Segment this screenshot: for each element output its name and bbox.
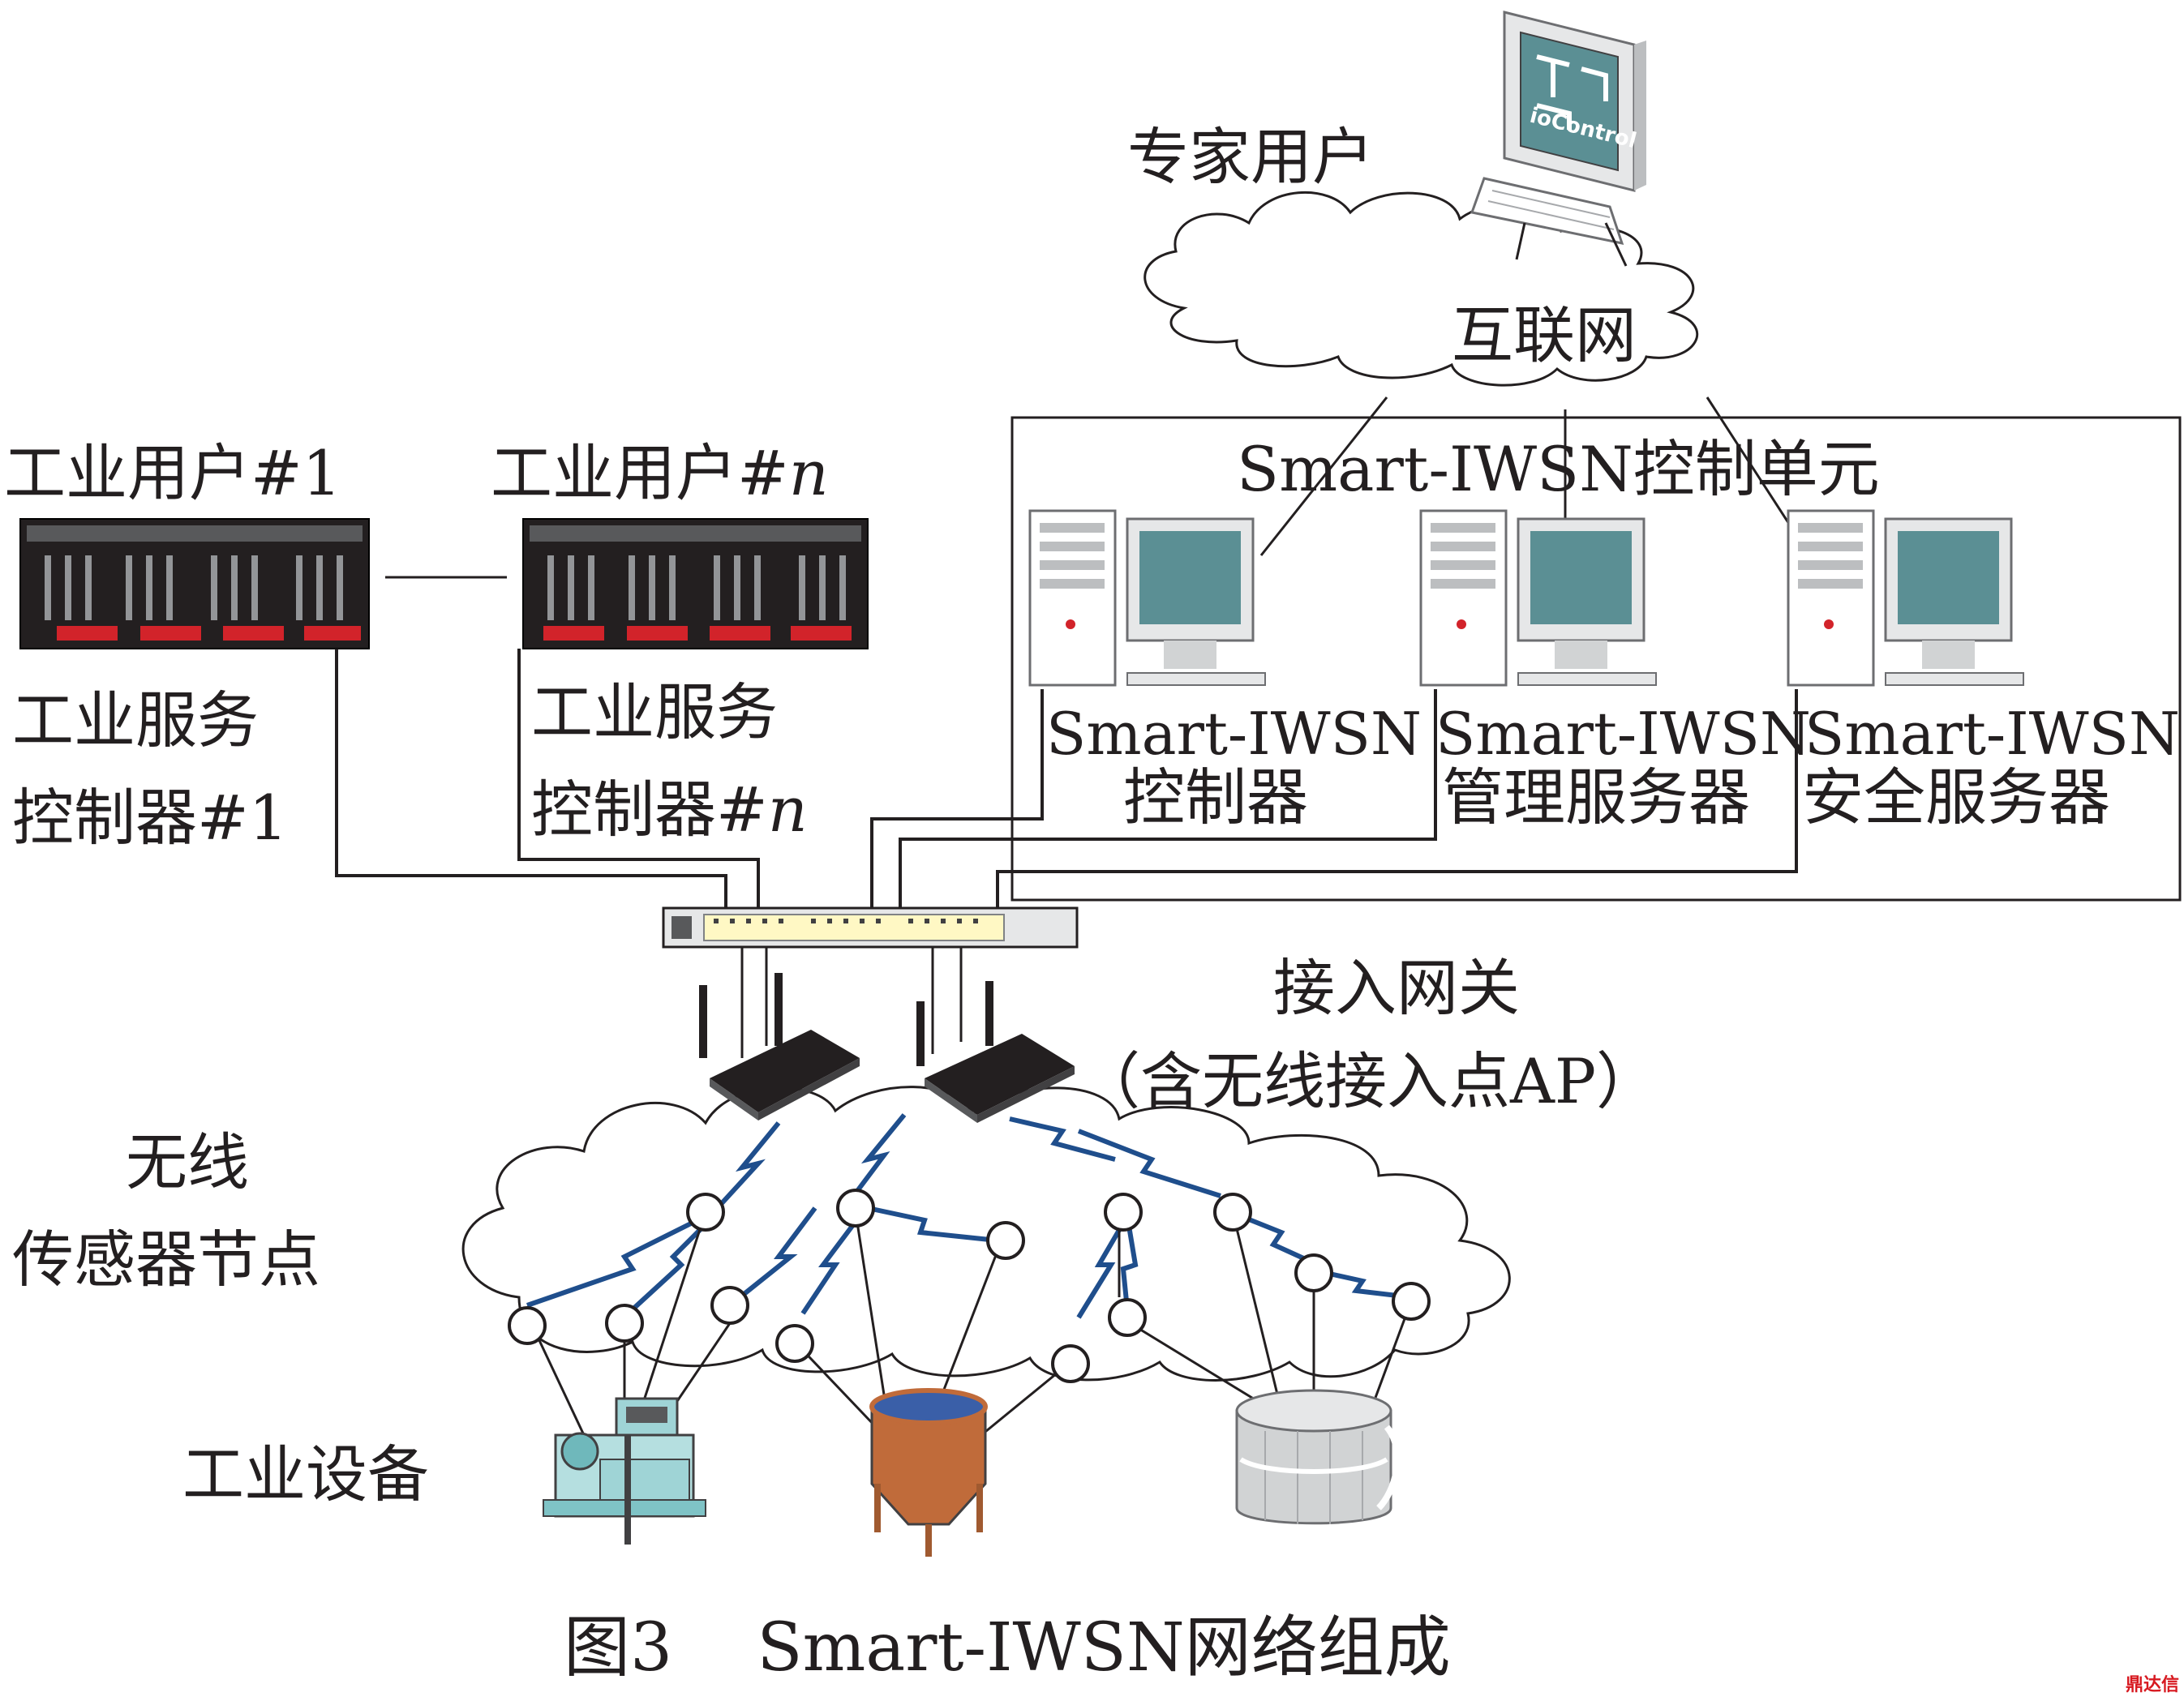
rack-n	[522, 518, 869, 649]
controller-label: 控制器	[1123, 761, 1308, 833]
hopper-tank	[869, 1388, 988, 1557]
sensor-node	[1294, 1253, 1333, 1292]
server-ctrl-n-prefix: 控制器#	[531, 773, 768, 846]
sensor-node	[775, 1324, 814, 1363]
storage-tank	[1235, 1389, 1401, 1525]
gateway-router-1	[699, 973, 860, 1120]
sensor-node	[508, 1306, 547, 1345]
sensor-node	[1104, 1193, 1143, 1232]
industrial-user-n-label: 工业用户#n	[491, 437, 829, 509]
server-security	[1787, 509, 2024, 687]
rack-1	[19, 518, 370, 649]
gateway-label-line1: 接入网关	[1273, 952, 1520, 1024]
switch-wiring	[335, 649, 1798, 912]
gateway-router-2	[916, 981, 1075, 1123]
industrial-user-n-prefix: 工业用户#	[491, 437, 789, 509]
sensor-node	[1392, 1282, 1431, 1321]
server-ctrl-1-line1: 工业服务	[12, 684, 259, 756]
expert-user-label: 专家用户	[1127, 121, 1374, 193]
expert-computer: ioControl	[1470, 11, 1646, 267]
internet-links	[1259, 396, 1798, 556]
internet-label: 互联网	[1452, 299, 1637, 371]
security-server-label: 安全服务器	[1802, 761, 2110, 833]
compressor-machine	[543, 1397, 706, 1545]
server-ctrl-n-suffix: n	[768, 773, 808, 846]
network-switch	[662, 906, 1079, 949]
server-ctrl-n-line2: 控制器#n	[531, 773, 808, 846]
server-management	[1419, 509, 1657, 687]
industrial-user-n-suffix: n	[789, 437, 829, 509]
sensor-node	[986, 1221, 1025, 1260]
iocontrol-logo	[1536, 54, 1608, 130]
control-unit-box	[1010, 416, 2182, 902]
sensor-nodes	[508, 1189, 1431, 1383]
sensor-node	[1108, 1298, 1147, 1337]
smart-iwsn-label-2: Smart-IWSN	[1435, 700, 1811, 768]
sensor-node	[710, 1286, 749, 1325]
server-controller	[1028, 509, 1266, 687]
wireless-label-line1: 无线	[126, 1126, 249, 1198]
wireless-label-line2: 传感器节点	[12, 1223, 320, 1296]
control-unit-label: Smart-IWSN控制单元	[1237, 433, 1880, 505]
management-server-label: 管理服务器	[1442, 761, 1750, 833]
sensor-node	[605, 1304, 644, 1343]
sensor-node	[686, 1193, 725, 1232]
server-ctrl-1-line2: 控制器#1	[12, 782, 288, 854]
sensor-node	[836, 1189, 875, 1228]
server-ctrl-n-line1: 工业服务	[531, 676, 778, 748]
internet-cloud	[1143, 191, 1699, 387]
gateway-label-line2: （含无线接入点AP）	[1079, 1045, 1658, 1117]
figure-caption: 图3 Smart-IWSN网络组成	[564, 1609, 1451, 1686]
equipment-label: 工业设备	[182, 1438, 429, 1510]
switch-router-links	[740, 947, 963, 1058]
sensor-node	[1051, 1344, 1090, 1383]
industrial-user-1-label: 工业用户#1	[4, 437, 341, 509]
sensor-node	[1213, 1193, 1252, 1232]
smart-iwsn-label-3: Smart-IWSN	[1804, 700, 2180, 768]
smart-iwsn-label-1: Smart-IWSN	[1046, 700, 1422, 768]
wireless-links	[526, 1113, 1412, 1319]
watermark: 鼎达信	[2125, 1675, 2179, 1695]
